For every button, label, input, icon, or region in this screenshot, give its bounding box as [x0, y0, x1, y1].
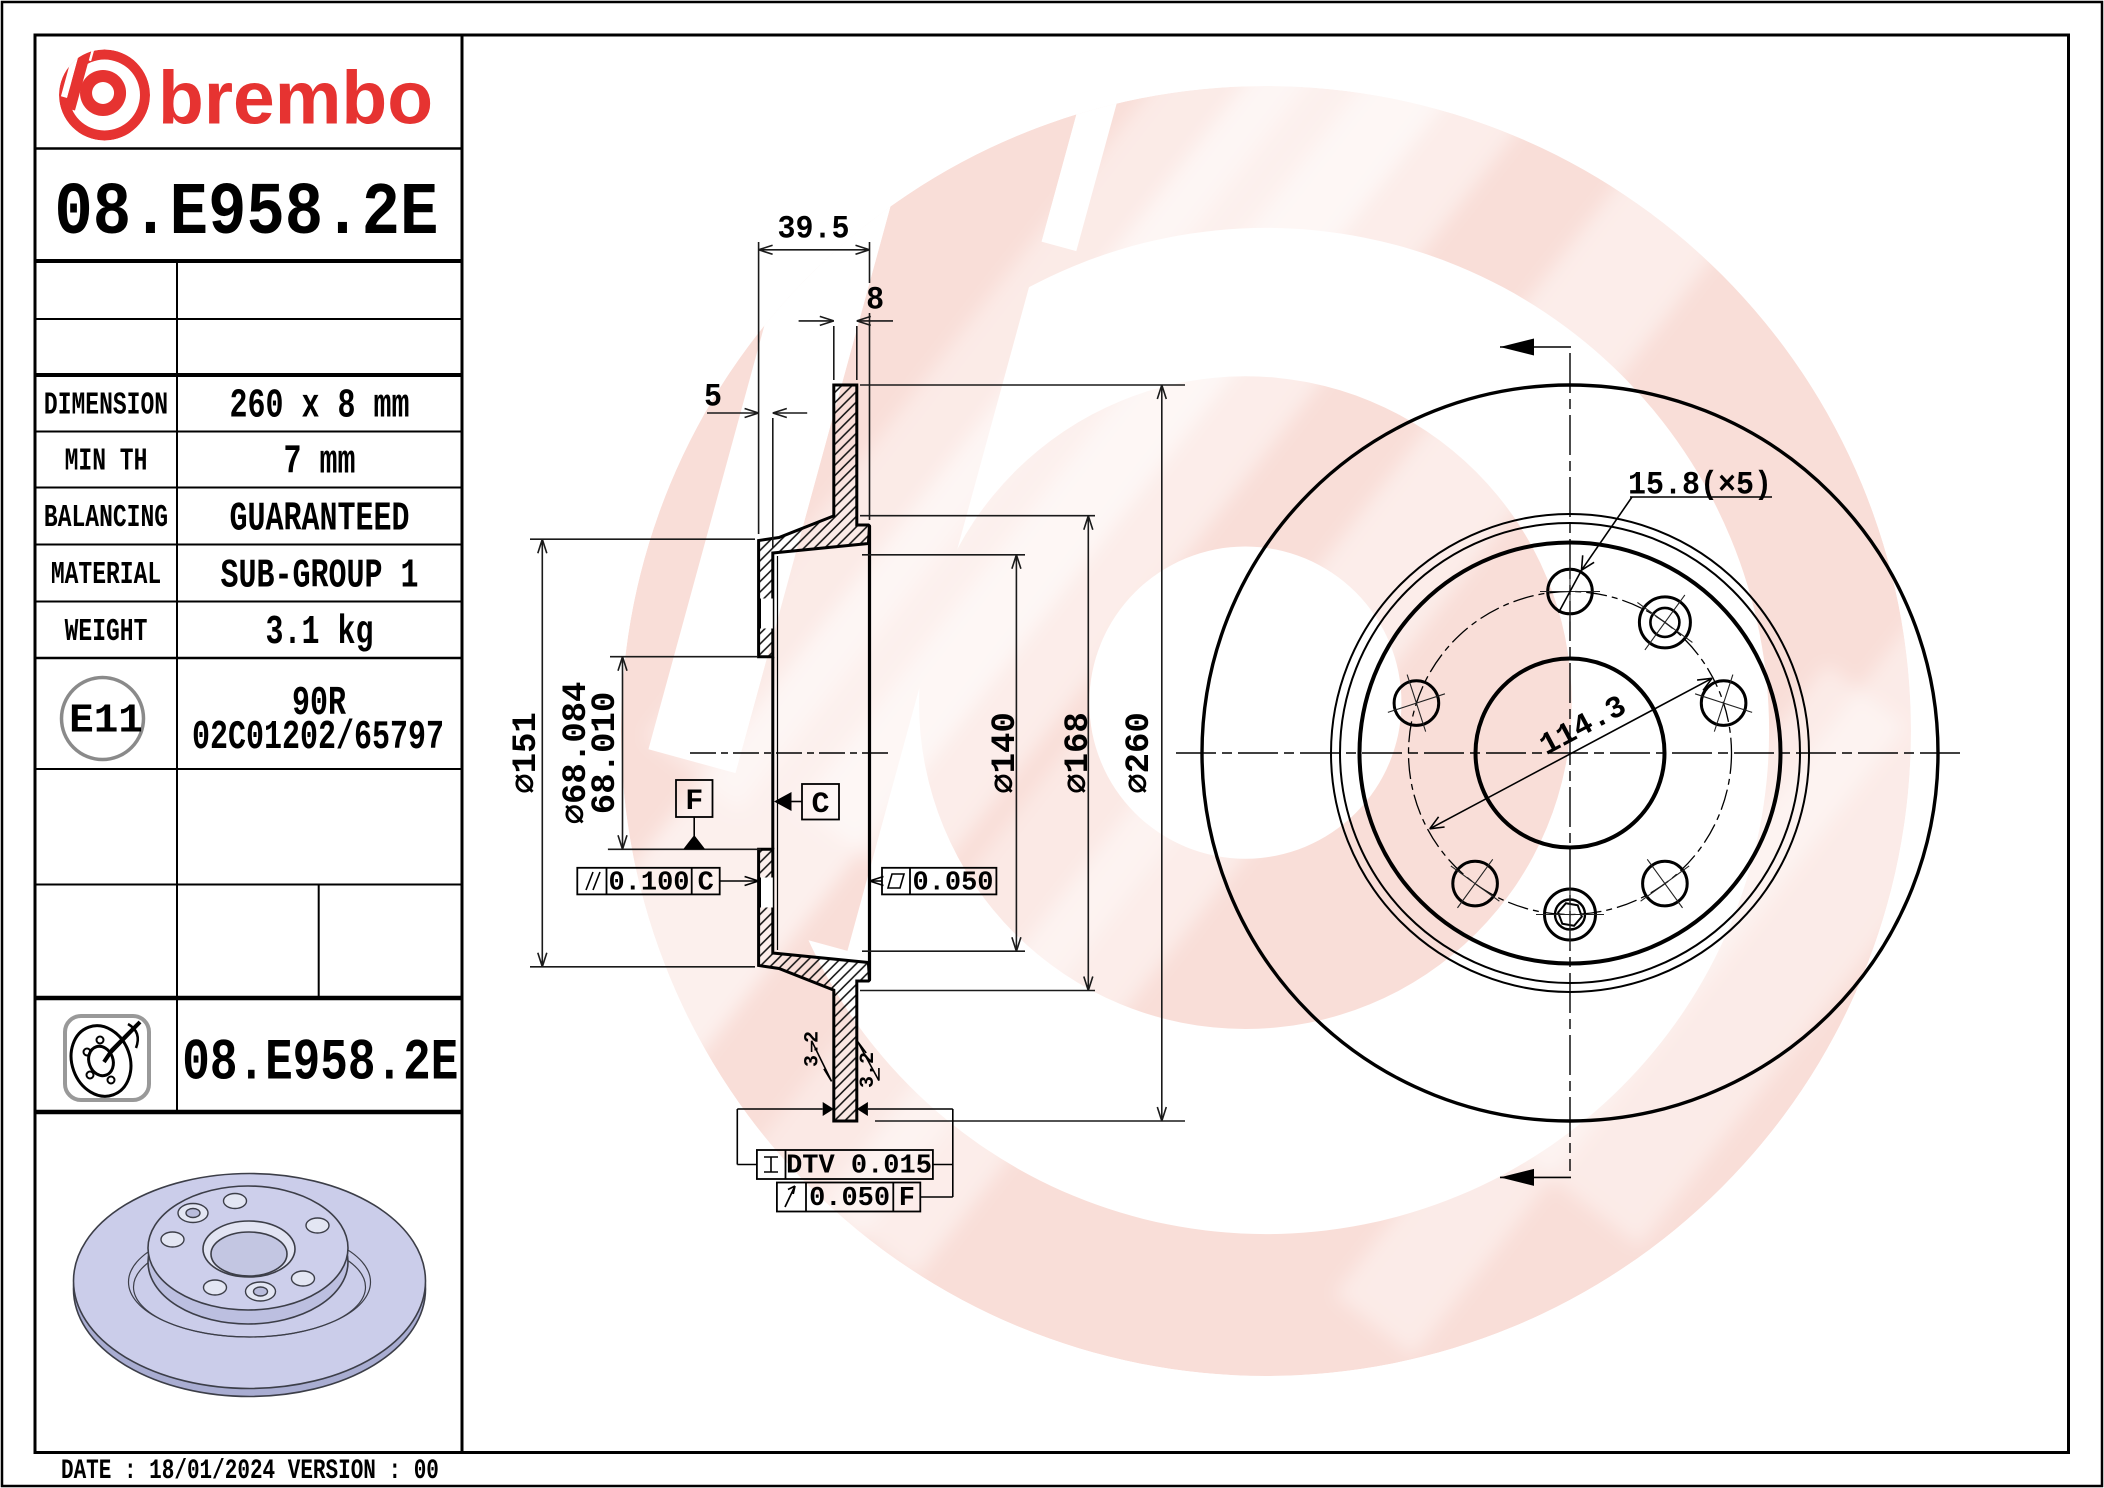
svg-text:WEIGHT: WEIGHT — [65, 615, 148, 650]
svg-text:68.010: 68.010 — [587, 692, 625, 814]
svg-text:∅260: ∅260 — [1121, 712, 1159, 794]
svg-text:0.050: 0.050 — [912, 869, 993, 899]
svg-text:E11: E11 — [69, 699, 143, 745]
svg-text:∅151: ∅151 — [508, 712, 546, 794]
svg-text:3.2: 3.2 — [802, 1031, 825, 1067]
svg-text:BALANCING: BALANCING — [44, 501, 168, 536]
svg-text:08.E958.2E: 08.E958.2E — [182, 1029, 458, 1096]
svg-text:90R: 90R — [292, 680, 346, 727]
svg-text:15.8(×5): 15.8(×5) — [1628, 468, 1772, 504]
svg-text:brembo: brembo — [158, 56, 433, 140]
svg-text:MIN TH: MIN TH — [65, 444, 148, 479]
svg-text:C: C — [811, 788, 829, 822]
svg-text:C: C — [698, 869, 714, 899]
svg-text:DTV 0.015: DTV 0.015 — [786, 1152, 932, 1182]
svg-text:5: 5 — [704, 380, 722, 416]
svg-text:0.050: 0.050 — [809, 1184, 890, 1214]
svg-text:MATERIAL: MATERIAL — [51, 558, 161, 593]
svg-text:02C01202/65797: 02C01202/65797 — [192, 714, 444, 761]
svg-text:∅140: ∅140 — [987, 712, 1025, 794]
svg-text:3.2: 3.2 — [857, 1052, 880, 1088]
svg-text:F: F — [899, 1184, 915, 1214]
svg-text:7 mm: 7 mm — [284, 438, 356, 485]
svg-text:DATE : 18/01/2024 VERSION : 00: DATE : 18/01/2024 VERSION : 00 — [61, 1457, 439, 1487]
svg-text:∅68.084: ∅68.084 — [558, 682, 596, 825]
svg-text:DIMENSION: DIMENSION — [44, 388, 168, 423]
svg-text:39.5: 39.5 — [778, 212, 850, 248]
svg-text:08.E958.2E: 08.E958.2E — [54, 171, 438, 256]
svg-text:8: 8 — [866, 283, 884, 319]
svg-text:3.1 kg: 3.1 kg — [266, 609, 374, 656]
svg-text:260 x 8 mm: 260 x 8 mm — [230, 382, 410, 429]
svg-text:GUARANTEED: GUARANTEED — [230, 495, 410, 542]
svg-text:F: F — [685, 785, 703, 819]
svg-text:SUB-GROUP 1: SUB-GROUP 1 — [221, 552, 419, 599]
svg-text:0.100: 0.100 — [608, 869, 689, 899]
svg-text:∅168: ∅168 — [1060, 712, 1098, 794]
